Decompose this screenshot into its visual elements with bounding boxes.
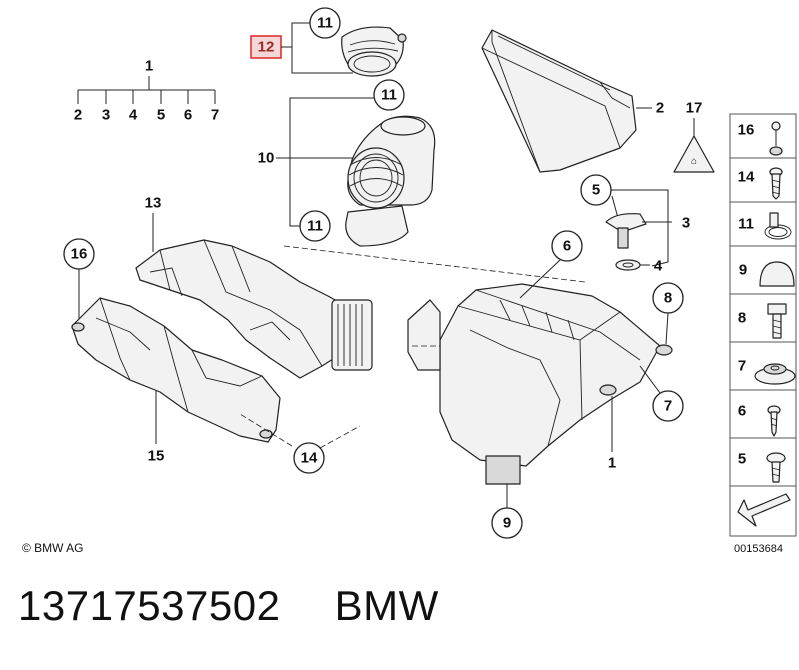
part-6-group[interactable]: 6 [519, 230, 583, 299]
part-13-group[interactable]: 13 [135, 195, 586, 379]
label-2: 2 [656, 100, 664, 117]
screw-icon [769, 167, 783, 200]
torx-screw-icon [766, 452, 786, 483]
callout-14[interactable] [293, 442, 325, 474]
part-12-group[interactable]: 12 11 [250, 7, 407, 77]
part-17-group[interactable]: 17 ⌂ [673, 100, 715, 173]
callout-11-low[interactable] [299, 210, 331, 242]
callout-7[interactable] [652, 390, 684, 422]
svg-text:7: 7 [664, 398, 672, 415]
svg-text:11: 11 [307, 218, 323, 235]
svg-text:16: 16 [738, 122, 755, 139]
part-10-group[interactable]: 11 10 11 [258, 79, 436, 247]
part-9-group[interactable]: 9 [491, 484, 523, 539]
svg-text:5: 5 [738, 451, 746, 468]
svg-text:14: 14 [738, 169, 755, 186]
callout-6[interactable] [551, 230, 583, 262]
svg-text:11: 11 [738, 216, 754, 233]
copyright-text: © BMW AG [22, 541, 84, 555]
arrow-icon [737, 493, 791, 527]
washer-part-4 [615, 259, 641, 271]
svg-text:16: 16 [71, 246, 88, 263]
rubber-mount-icon [759, 261, 795, 287]
part-14-group[interactable]: 14 [239, 413, 361, 474]
label-3: 3 [682, 215, 690, 232]
svg-text:6: 6 [563, 238, 571, 255]
air-filter-part [481, 29, 637, 173]
part-15-group[interactable]: 15 [71, 297, 281, 465]
side-cell-14[interactable] [729, 157, 797, 203]
label-17: 17 [686, 100, 703, 117]
label-13: 13 [145, 195, 162, 212]
svg-text:5: 5 [592, 182, 600, 199]
svg-text:⌂: ⌂ [691, 156, 697, 167]
label-1: 1 [608, 455, 616, 472]
label-7-tree: 7 [211, 107, 219, 124]
svg-text:11: 11 [381, 87, 397, 104]
side-cell-5[interactable] [729, 437, 797, 487]
label-1-tree: 1 [145, 58, 153, 75]
part-number-footer: 13717537502 BMW [18, 582, 439, 642]
clip-screw-icon [769, 121, 783, 156]
label-10: 10 [258, 150, 275, 167]
svg-text:7: 7 [738, 358, 746, 375]
svg-text:6: 6 [738, 403, 746, 420]
hose-clamp-icon [764, 212, 792, 240]
part-7-group[interactable]: 7 [639, 365, 684, 422]
part-2-group[interactable]: 2 [481, 29, 664, 173]
small-parts-panel: 16 14 11 9 8 [729, 113, 797, 537]
part-16-group[interactable]: 16 [63, 238, 95, 322]
svg-text:8: 8 [738, 310, 746, 327]
brand-name: BMW [334, 582, 439, 629]
svg-text:8: 8 [664, 290, 672, 307]
label-12: 12 [258, 39, 275, 56]
svg-text:11: 11 [317, 15, 333, 32]
drawing-number: 00153684 [734, 543, 783, 555]
self-tapping-screw-icon [767, 405, 781, 437]
side-cell-6[interactable] [729, 389, 797, 439]
label-3-tree: 3 [102, 107, 110, 124]
callout-11-top[interactable] [309, 7, 341, 39]
bolt-icon [767, 303, 787, 339]
label-6-tree: 6 [184, 107, 192, 124]
grommet-icon [754, 363, 796, 385]
svg-text:9: 9 [503, 515, 511, 532]
svg-text:14: 14 [301, 450, 318, 467]
label-4: 4 [654, 258, 663, 275]
label-5-tree: 5 [157, 107, 165, 124]
part-1-housing-group[interactable]: 1 [407, 283, 673, 485]
svg-text:9: 9 [739, 262, 747, 279]
label-2-tree: 2 [74, 107, 82, 124]
label-15: 15 [148, 448, 165, 465]
side-cell-8[interactable] [729, 293, 797, 343]
label-4-tree: 4 [129, 107, 138, 124]
part-5-3-4-group[interactable]: 5 3 4 [580, 174, 690, 275]
part-number: 13717537502 [18, 582, 281, 629]
part-8-group[interactable]: 8 [652, 282, 684, 345]
air-filter-housing-part [439, 283, 661, 467]
cap-warning-icon [673, 135, 715, 173]
callout-11-mid[interactable] [373, 79, 405, 111]
assembly-tree: 1 2 3 4 5 6 7 [74, 58, 219, 124]
parts-diagram: 1 2 3 4 5 6 7 12 11 11 10 [22, 7, 797, 555]
